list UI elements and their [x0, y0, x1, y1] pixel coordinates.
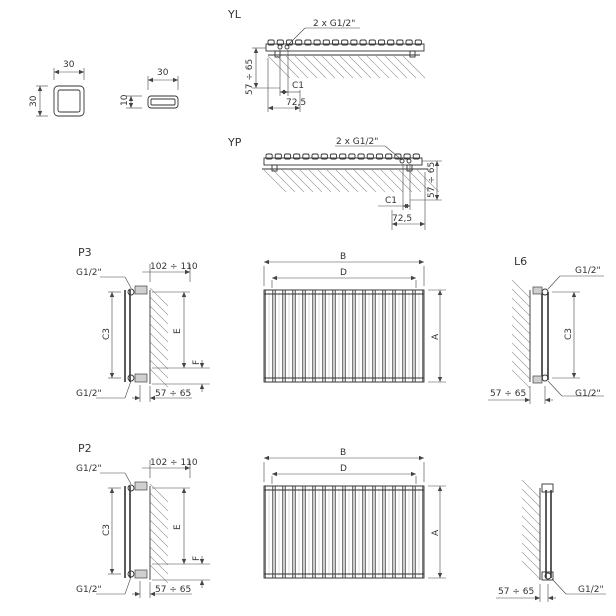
p2-g12-top: G1/2" — [76, 464, 102, 474]
dim-10: 10 — [120, 94, 130, 106]
yp-label: YP — [227, 136, 242, 149]
yl-c1: C1 — [292, 81, 304, 91]
p2-right-g12: G1/2" — [578, 585, 604, 595]
p3-a: A — [431, 333, 441, 340]
p2-front-view: B D A — [263, 448, 446, 579]
profile-square-section: 30 30 — [29, 60, 85, 117]
p2-wall-hatch — [149, 483, 169, 584]
p3-d: D — [340, 268, 347, 278]
p2-bars — [264, 485, 424, 579]
p2-a: A — [431, 529, 441, 536]
p3-g12-top: G1/2" — [76, 268, 102, 278]
p3-side-view: P3 G1/2" G1/2" C3 102 ÷ 110 E F — [76, 246, 210, 402]
yl-top-view: YL 2 x G1/2" 57 ÷ 65 C1 72,5 — [227, 8, 426, 112]
yp-wall-hatch — [263, 169, 440, 193]
p2-dim-57-65: 57 ÷ 65 — [155, 585, 191, 595]
yp-dim-57-65: 57 ÷ 65 — [427, 162, 437, 198]
profile-flat-section: 30 10 — [120, 68, 179, 109]
dim-30-width: 30 — [63, 60, 75, 70]
p3-label: P3 — [78, 246, 92, 259]
p3-e: E — [173, 328, 183, 334]
p3-f: F — [192, 360, 202, 365]
yl-bars-top — [267, 39, 422, 46]
p2-right-wall-hatch — [521, 479, 541, 580]
l6-g12-bottom: G1/2" — [575, 389, 601, 399]
p3-g12-bottom: G1/2" — [76, 389, 102, 399]
p2-f: F — [192, 556, 202, 561]
l6-dim-57-65: 57 ÷ 65 — [490, 389, 526, 399]
p3-bars — [264, 289, 424, 383]
dim-30-flat: 30 — [157, 68, 169, 78]
l6-label: L6 — [514, 255, 527, 268]
p2-right-dim-57-65: 57 ÷ 65 — [498, 587, 534, 597]
p3-front-view: B D A — [263, 252, 446, 383]
p3-dim-102-110: 102 ÷ 110 — [150, 262, 198, 272]
yl-connection-label: 2 x G1/2" — [313, 19, 355, 29]
yp-connection-label: 2 x G1/2" — [336, 137, 378, 147]
yl-wall-hatch — [267, 55, 426, 79]
p2-d: D — [340, 464, 347, 474]
p2-e: E — [173, 524, 183, 530]
p3-b: B — [340, 252, 346, 262]
p2-side-view: P2 G1/2" G1/2" C3 102 ÷ 110 E F — [76, 442, 210, 598]
p2-b: B — [340, 448, 346, 458]
l6-wall-hatch — [511, 279, 531, 389]
p2-right-side-view: G1/2" 57 ÷ 65 — [496, 479, 606, 602]
p2-g12-bottom: G1/2" — [76, 585, 102, 595]
yp-c1: C1 — [385, 196, 397, 206]
yl-label: YL — [227, 8, 242, 21]
yp-dim-72-5: 72,5 — [392, 214, 412, 224]
l6-c3: C3 — [564, 328, 574, 340]
p2-dim-102-110: 102 ÷ 110 — [150, 458, 198, 468]
p2-label: P2 — [78, 442, 92, 455]
p2-c3: C3 — [102, 524, 112, 536]
l6-g12-top: G1/2" — [575, 266, 601, 276]
l6-side-view: L6 G1/2" G1/2" C3 57 ÷ 65 — [488, 255, 604, 404]
yp-bars-top — [265, 153, 420, 160]
p3-wall-hatch — [149, 287, 169, 388]
yl-dim-72-5: 72,5 — [286, 98, 306, 108]
dim-30-height: 30 — [29, 95, 39, 107]
yl-dim-57-65: 57 ÷ 65 — [245, 59, 255, 95]
yp-top-view: YP 2 x G1/2" 57 ÷ 65 C1 72,5 — [227, 136, 442, 230]
p3-dim-57-65: 57 ÷ 65 — [155, 389, 191, 399]
p3-c3: C3 — [102, 328, 112, 340]
